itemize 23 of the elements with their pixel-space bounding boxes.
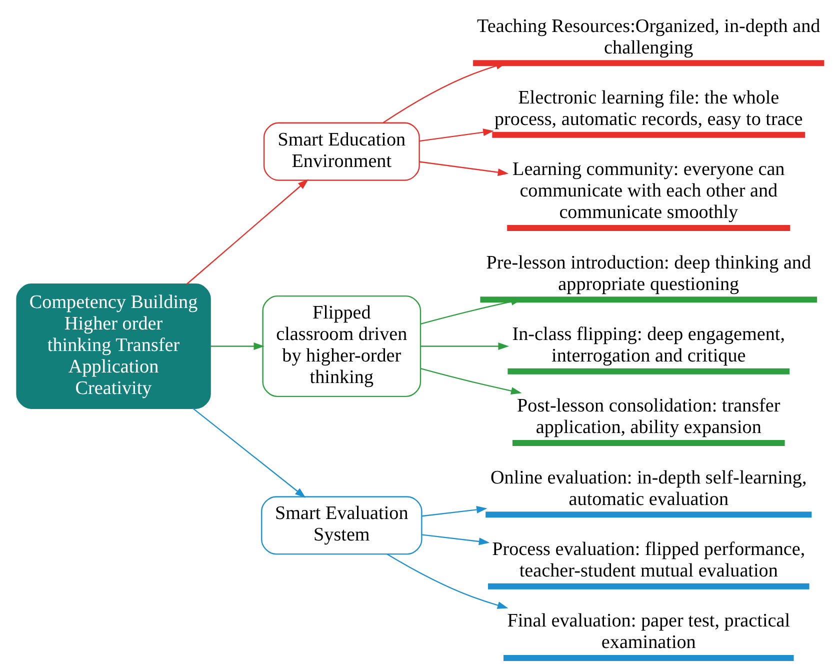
arrow [420, 368, 522, 395]
node-box: Smart Evaluation System [260, 496, 422, 555]
node-text: Pre-lesson introduction: deep thinking and appropriate questioning [486, 252, 811, 295]
node-box: Smart Education Environment [262, 122, 420, 181]
node-text: Post-lesson consolidation: transfer application, ability expansion [516, 396, 780, 438]
arrow [192, 408, 306, 498]
arrow [186, 179, 308, 285]
arrow [418, 128, 494, 142]
arrow [421, 534, 490, 546]
node-box: Competency Building Higher order thinking Transfer Application Creativity [16, 284, 210, 409]
node-text: Final evaluation: paper test, practical examination [506, 610, 790, 654]
node-text: Online evaluation: in-depth self-learning, automatic evaluation [490, 467, 806, 510]
arrow [418, 161, 508, 176]
node-text: Learning community: everyone can communicate with each other and communicate smoothly [512, 159, 784, 224]
node-box: Flipped classroom driven by higher-order thinking [262, 295, 421, 398]
node-text: Process evaluation: flipped performance, teacher-student mutual evaluation [492, 539, 805, 582]
node-text: Electronic learning file: the whole process, automatic records, easy to trace [494, 88, 802, 130]
arrow [420, 342, 508, 350]
node-text: In-class flipping: deep engagement, interrogation and critique [512, 324, 785, 367]
arrow [386, 554, 508, 609]
node-text: Teaching Resources:Organized, in-depth and challenging [476, 16, 820, 58]
arrow [421, 506, 487, 517]
arrow [210, 342, 264, 350]
